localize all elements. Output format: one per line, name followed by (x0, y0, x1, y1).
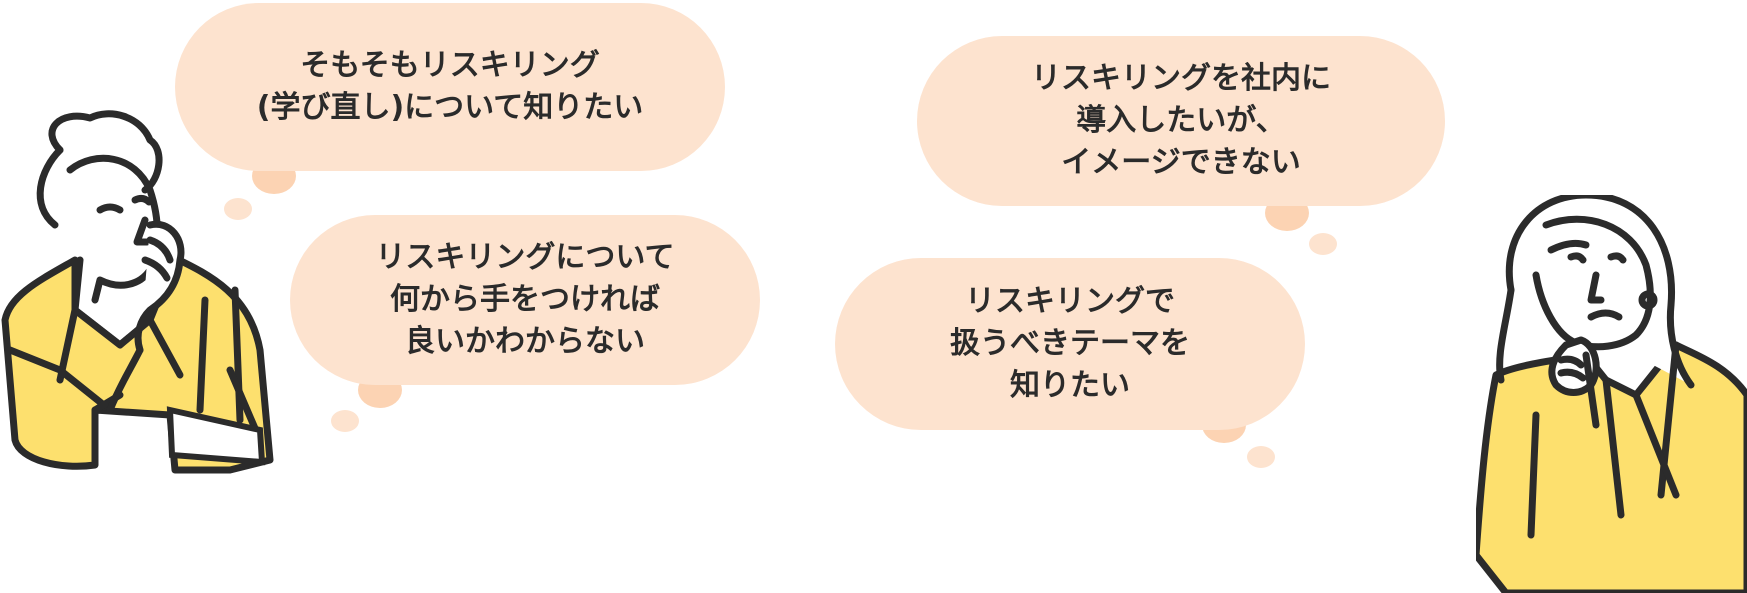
bubble-1-tail-small (224, 198, 252, 220)
bubble-3-tail-small (1309, 233, 1337, 255)
thought-bubble-3-text: リスキリングを社内に 導入したいが、 イメージできない (1031, 61, 1331, 180)
thought-bubble-2: リスキリングについて 何から手をつければ 良いかわからない (290, 215, 760, 385)
bubble-2-tail-small (331, 410, 359, 432)
thought-bubble-3: リスキリングを社内に 導入したいが、 イメージできない (917, 36, 1445, 206)
thinking-man-icon (1, 110, 274, 474)
thought-bubble-1-text: そもそもリスキリング (学び直し)について知りたい (256, 48, 644, 125)
thought-bubble-4-text: リスキリングで 扱うべきテーマを 知りたい (950, 284, 1190, 403)
thought-bubble-4: リスキリングで 扱うべきテーマを 知りたい (835, 258, 1305, 430)
bubble-4-tail-small (1247, 446, 1275, 468)
thought-bubble-1: そもそもリスキリング (学び直し)について知りたい (175, 3, 725, 171)
thinking-woman-icon (1476, 195, 1747, 593)
thought-bubble-2-text: リスキリングについて 何から手をつければ 良いかわからない (375, 240, 675, 359)
